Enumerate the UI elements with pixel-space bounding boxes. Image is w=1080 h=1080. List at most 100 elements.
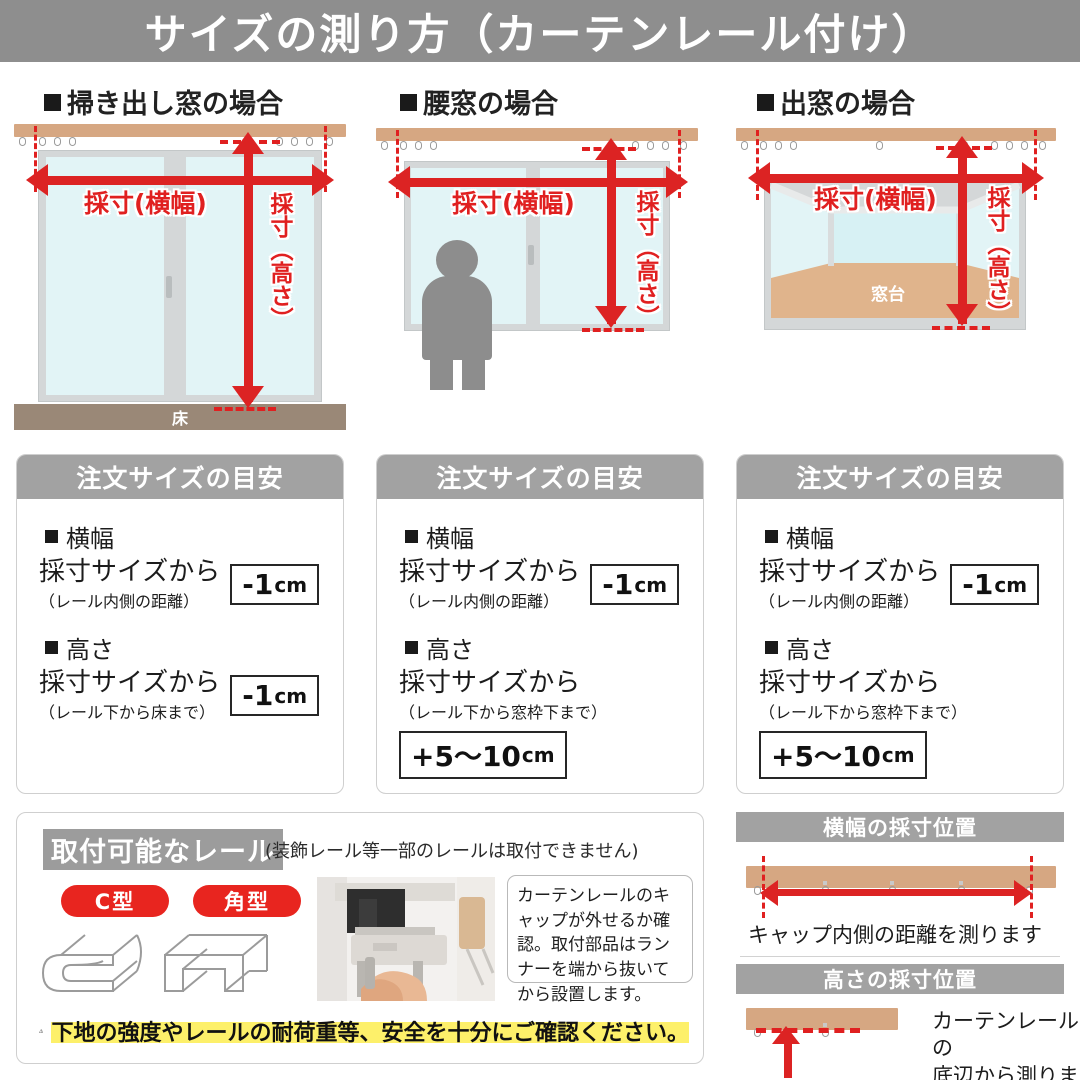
bullet-square-icon <box>44 94 61 111</box>
measure-guide-bottom <box>214 407 276 411</box>
warning-triangle-icon <box>39 1029 44 1033</box>
measure-guide-right <box>324 126 327 192</box>
diagram-sliding-window: 床 採寸(横幅) 採寸（高さ） <box>14 124 346 436</box>
width-arrow-head-right <box>312 164 334 196</box>
rail-runner-stem <box>959 881 963 885</box>
width-rule-sub: （レール内側の距離） <box>39 591 200 611</box>
height-arrow-head-up <box>232 132 264 154</box>
height-position-header: 高さの採寸位置 <box>736 964 1064 994</box>
height-section-label: 高さ <box>765 630 1047 665</box>
width-arrow-line <box>408 178 668 187</box>
height-measure-label: 採寸（高さ） <box>983 186 1009 324</box>
height-rule-sub: （レール下から窓枠下まで） <box>399 702 608 722</box>
window-glass-right <box>540 168 663 324</box>
height-arrow-line <box>958 154 967 324</box>
rail-runner <box>680 141 687 150</box>
rail-runner <box>647 141 654 150</box>
width-arrow-head-left <box>388 166 410 198</box>
page-title: サイズの測り方（カーテンレール付け） <box>144 9 936 59</box>
width-arrow-head-right <box>666 166 688 198</box>
rail-runner-stem <box>823 881 827 885</box>
safety-warning: 下地の強度やレールの耐荷重等、安全を十分にご確認ください。 <box>39 1009 689 1053</box>
measure-guide-right <box>678 130 681 198</box>
rail-bottom-guide <box>756 1028 860 1033</box>
rail-runner <box>775 141 782 150</box>
height-rule-main: 採寸サイズから <box>39 667 221 698</box>
rail-runner <box>876 141 883 150</box>
bullet-square-icon <box>405 530 418 543</box>
rail-runner <box>381 141 388 150</box>
curtain-rail <box>14 124 346 137</box>
height-measure-label: 採寸（高さ） <box>632 190 658 328</box>
height-arrow-head-down <box>595 306 627 328</box>
height-arrow-line <box>244 150 253 402</box>
floor-bar: 床 <box>14 404 346 430</box>
width-arrow-line <box>776 889 1020 896</box>
card-title: 注文サイズの目安 <box>436 464 644 493</box>
card-header: 注文サイズの目安 <box>377 455 703 499</box>
width-rule-main: 採寸サイズから <box>759 557 941 587</box>
width-rule-sub: （レール内側の距離） <box>759 591 920 611</box>
width-arrow-line <box>768 174 1024 183</box>
measure-guide-left <box>34 126 37 192</box>
diagram-waist-window: 採寸(横幅) 採寸（高さ） <box>376 128 698 418</box>
measure-guide-bottom <box>582 328 644 332</box>
width-section-label: 横幅 <box>45 519 327 554</box>
window-glass-left <box>46 157 171 395</box>
height-section-label: 高さ <box>45 630 327 665</box>
width-arrow-line <box>46 176 314 185</box>
person-body <box>422 276 492 360</box>
width-section-label: 横幅 <box>405 519 687 554</box>
rail-runner <box>662 141 669 150</box>
width-position-title: 横幅の採寸位置 <box>823 816 977 840</box>
card-header: 注文サイズの目安 <box>17 455 343 499</box>
height-rule-main: 採寸サイズから <box>399 667 581 698</box>
rail-runner <box>39 137 46 146</box>
bullet-square-icon <box>765 640 778 654</box>
rail-runner <box>69 137 76 146</box>
page-header: サイズの測り方（カーテンレール付け） <box>0 0 1080 62</box>
width-arrow-head-left <box>760 880 778 906</box>
height-measure-label: 採寸（高さ） <box>266 192 292 330</box>
width-measure-label: 採寸(横幅) <box>452 189 575 218</box>
installable-rail-title: 取付可能なレール <box>43 829 283 870</box>
rail-runner <box>291 137 298 146</box>
rail-runner <box>741 141 748 150</box>
rail-runner <box>790 141 797 150</box>
width-arrow-head-left <box>26 164 48 196</box>
height-arrow-head-up <box>772 1026 800 1044</box>
bullet-square-icon <box>45 640 58 654</box>
height-rule-main: 採寸サイズから <box>759 667 941 698</box>
card-title: 注文サイズの目安 <box>796 464 1004 493</box>
person-silhouette <box>422 240 492 390</box>
height-arrow-line <box>607 156 616 324</box>
curtain-rail <box>746 866 1056 888</box>
width-section-label: 横幅 <box>765 519 1047 554</box>
rail-runner <box>430 141 437 150</box>
width-rule-main: 採寸サイズから <box>399 557 581 587</box>
bullet-square-icon <box>400 94 417 111</box>
width-arrow-head-right <box>1014 880 1032 906</box>
person-leg-right <box>462 352 485 390</box>
measure-guide-bottom <box>932 326 990 330</box>
safety-warning-text: 下地の強度やレールの耐荷重等、安全を十分にご確認ください。 <box>51 1015 689 1047</box>
person-leg-left <box>430 352 453 390</box>
rail-type-badge-c: C型 <box>61 885 169 917</box>
curtain-rail <box>376 128 698 141</box>
rail-runner <box>1039 141 1046 150</box>
installation-callout: カーテンレールのキャップが外せるか確認。取付部品はランナーを端から抜いてから設置… <box>507 875 693 1005</box>
width-rule-main: 採寸サイズから <box>39 557 221 587</box>
height-position-note-line1: カーテンレールの <box>932 1009 1079 1061</box>
section-caption-2: 腰窓の場合 <box>400 82 558 121</box>
curtain-rail <box>746 1008 898 1030</box>
